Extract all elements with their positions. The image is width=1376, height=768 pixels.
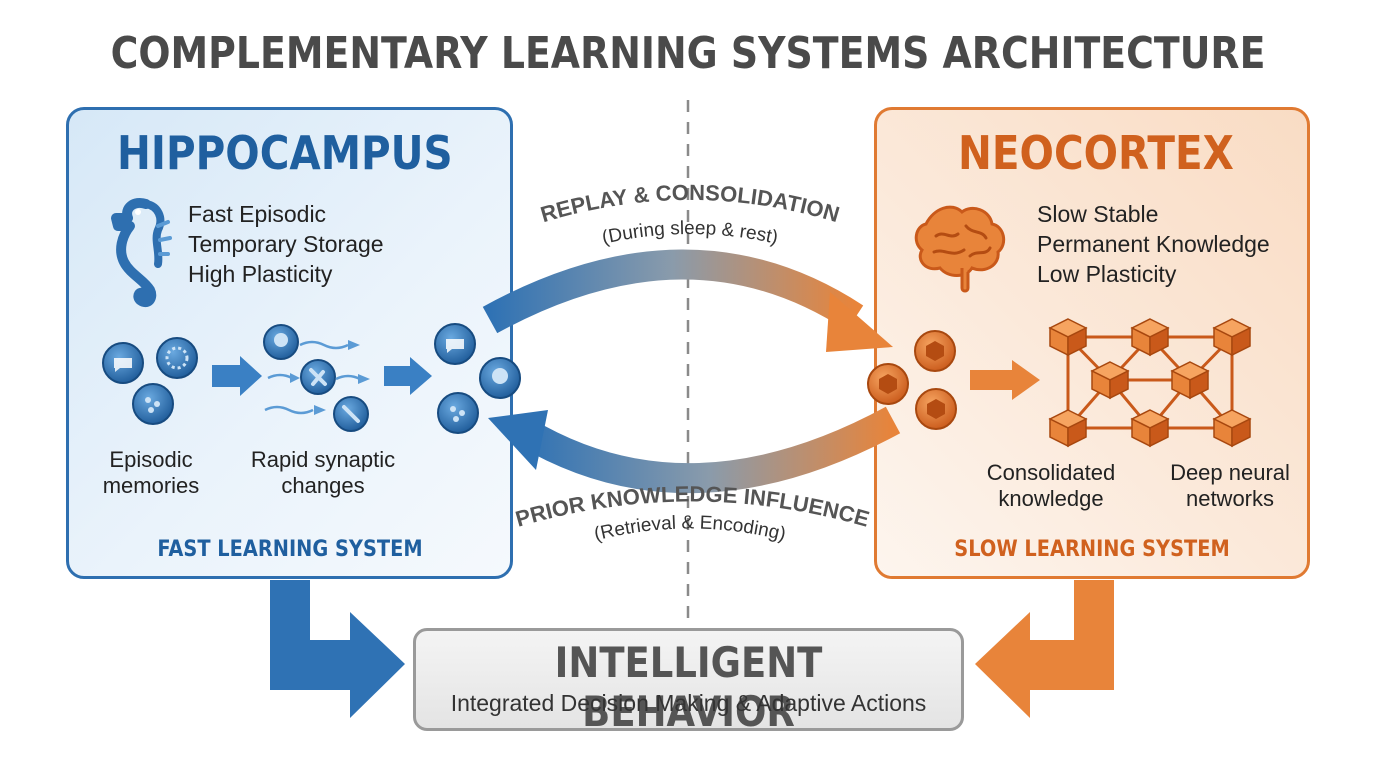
- hippocampus-title: HIPPOCAMPUS: [117, 126, 453, 180]
- trait-low-plasticity: Low Plasticity: [1037, 261, 1177, 287]
- fast-learning-system-label: FAST LEARNING SYSTEM: [157, 537, 423, 562]
- fast-to-behavior-arrow: [270, 580, 405, 718]
- brain-icon: [914, 205, 1006, 293]
- network-cube: [1212, 409, 1252, 448]
- encoded-memory-cells: [434, 323, 521, 434]
- trait-high-plasticity: High Plasticity: [188, 261, 333, 287]
- replay-arrow: [482, 249, 893, 352]
- network-cube: [1130, 318, 1170, 357]
- intelligent-behavior-box: [413, 628, 964, 731]
- synaptic-change-cells: [263, 324, 370, 432]
- memory-arrow-2: [384, 357, 432, 395]
- neocortex-title: NEOCORTEX: [958, 126, 1234, 180]
- slow-learning-system-label: SLOW LEARNING SYSTEM: [954, 537, 1230, 562]
- consolidation-arrow: [970, 360, 1040, 400]
- memory-arrow-1: [212, 356, 262, 396]
- consolidated-cells: [867, 330, 957, 430]
- trait-permanent-knowledge: Permanent Knowledge: [1037, 231, 1270, 257]
- trait-temporary-storage: Temporary Storage: [188, 231, 384, 257]
- network-cube: [1090, 361, 1130, 400]
- intelligent-behavior-subtitle: Integrated Decision Making & Adaptive Ac…: [450, 690, 927, 716]
- network-cube: [1048, 318, 1088, 357]
- hippocampus-traits: Fast Episodic Temporary Storage High Pla…: [188, 199, 384, 289]
- neocortex-traits: Slow Stable Permanent Knowledge Low Plas…: [1037, 199, 1270, 289]
- episodic-memory-cells: [102, 337, 198, 425]
- network-cube: [1170, 361, 1210, 400]
- slow-to-behavior-arrow: [975, 580, 1114, 718]
- trait-fast-episodic: Fast Episodic: [188, 201, 327, 227]
- network-cube: [1212, 318, 1252, 357]
- seahorse-icon: [111, 198, 172, 308]
- intelligent-behavior-title: INTELLIGENT BEHAVIOR: [554, 638, 823, 736]
- prior-knowledge-arrow: [488, 406, 901, 494]
- diagram-title: COMPLEMENTARY LEARNING SYSTEMS ARCHITECT…: [110, 28, 1266, 79]
- trait-slow-stable: Slow Stable: [1037, 201, 1159, 227]
- network-cube: [1048, 409, 1088, 448]
- network-cube: [1130, 409, 1170, 448]
